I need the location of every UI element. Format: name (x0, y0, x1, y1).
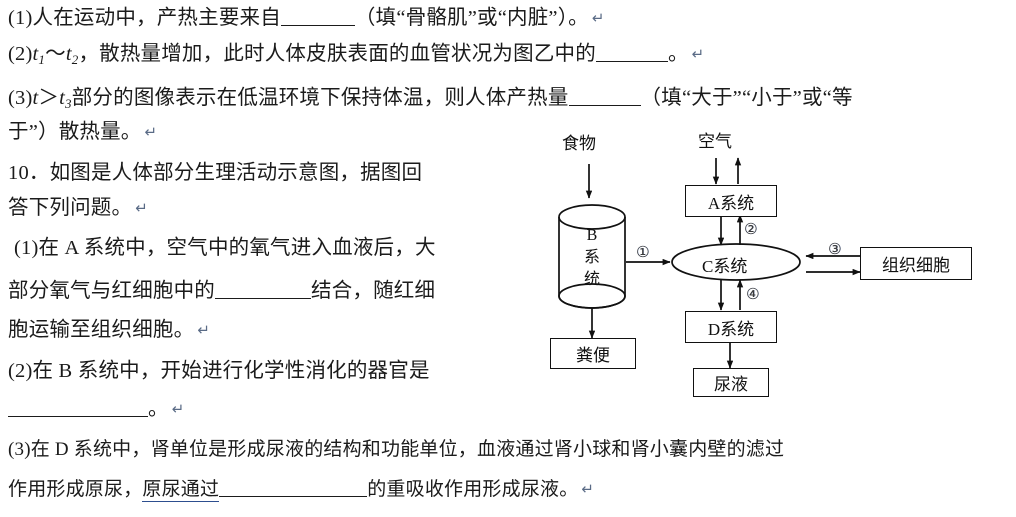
q10-1-text-3: 胞运输至组织细胞。 (8, 319, 195, 341)
q10-3-answer-blank[interactable] (219, 479, 368, 497)
q10-2-prefix: (2) (8, 360, 33, 382)
q10-3-text-after-blank: 的重吸收作用形成尿液。 (367, 479, 579, 500)
q10-3-text-before-link: 作用形成原尿， (8, 479, 143, 500)
q9-1-prefix: (1) (8, 7, 33, 29)
question-10-stem-line1: 10．如图是人体部分生理活动示意图，据图回 (8, 163, 422, 184)
question-10-stem-line2: 答下列问题。↵ (8, 198, 148, 219)
marker-2-icon: ② (744, 220, 758, 238)
q10-1-text-before-blank: 部分氧气与红细胞中的 (8, 280, 215, 302)
q10-2-answer-blank[interactable] (8, 399, 148, 417)
q10-1-prefix: (1) (14, 237, 39, 259)
question-9-1: (1)人在运动中，产热主要来自 （填“骨骼肌”或“内脏”）。↵ (8, 8, 605, 29)
q9-3-continuation-text: 于”）散热量。 (8, 121, 142, 143)
question-10-1-line2: 部分氧气与红细胞中的 结合，随红细 (8, 281, 435, 302)
physiology-diagram: 食物 空气 B 系 统 粪便 A系统 C系统 D系统 尿液 组织细胞 ① ② ③… (530, 132, 1016, 397)
q9-3-answer-blank[interactable] (568, 88, 641, 106)
pilcrow-icon: ↵ (581, 480, 595, 498)
pilcrow-icon: ↵ (144, 123, 158, 141)
question-10-stem-text-1: 如图是人体部分生理活动示意图，据图回 (49, 162, 423, 184)
q10-2-text-1: 在 B 系统中，开始进行化学性消化的器官是 (32, 360, 430, 382)
pilcrow-icon: ↵ (591, 9, 605, 27)
q9-3-var-a: t (32, 87, 39, 109)
q10-1-text-1: 在 A 系统中，空气中的氧气进入血液后，大 (38, 237, 436, 259)
pilcrow-icon: ↵ (135, 199, 148, 217)
question-10-2-line2: 。↵ (8, 399, 184, 420)
q9-3-text-before: 部分的图像表示在低温环境下保持体温，则人体产热量 (71, 87, 569, 109)
question-10-2-line1: (2)在 B 系统中，开始进行化学性消化的器官是 (8, 361, 430, 382)
cylinder-bottom-front (558, 295, 626, 309)
label-system-b-letter: B (586, 227, 598, 244)
q9-1-answer-blank[interactable] (280, 8, 355, 26)
q9-3-gt: ＞ (38, 87, 60, 109)
q9-2-tilde: ～ (45, 43, 66, 65)
marker-3-icon: ③ (828, 240, 842, 258)
q9-2-var-b: t (65, 43, 72, 65)
q9-2-answer-blank[interactable] (595, 44, 668, 62)
q9-3-prefix: (3) (8, 87, 33, 109)
pilcrow-icon: ↵ (197, 321, 211, 339)
question-10-1-line1: (1)在 A 系统中，空气中的氧气进入血液后，大 (14, 238, 436, 259)
q10-3-text-1: 在 D 系统中，肾单位是形成尿液的结构和功能单位，血液通过肾小球和肾小囊内壁的滤… (30, 439, 785, 460)
q9-2-text-before: ，散热量增加，此时人体皮肤表面的血管状况为图乙中的 (78, 43, 596, 65)
q9-2-prefix: (2) (8, 43, 33, 65)
question-10-number: 10． (8, 162, 50, 184)
q9-1-text-before: 人在运动中，产热主要来自 (32, 7, 281, 29)
q9-3-text-after: （填“大于”“小于”或“等 (640, 87, 853, 109)
box-system-d: D系统 (685, 311, 777, 343)
diagram-svg (558, 157, 861, 369)
box-tissue-cells: 组织细胞 (860, 247, 972, 280)
q9-2-var-a: t (32, 43, 39, 65)
q9-1-text-after: （填“骨骼肌”或“内脏”）。 (354, 7, 589, 29)
q9-3-var-b: t (59, 87, 66, 109)
box-feces: 粪便 (550, 338, 636, 369)
box-urine: 尿液 (693, 368, 769, 397)
question-10-1-line3: 胞运输至组织细胞。↵ (8, 320, 210, 341)
q10-2-text-after-blank: 。 (148, 398, 169, 420)
q10-3-hyperlink[interactable]: 原尿通过 (142, 479, 220, 502)
q10-3-prefix: (3) (8, 439, 31, 460)
question-10-3-line1: (3)在 D 系统中，肾单位是形成尿液的结构和功能单位，血液通过肾小球和肾小囊内… (8, 440, 784, 459)
cylinder-top-ellipse (558, 204, 626, 230)
marker-4-icon: ④ (746, 285, 760, 303)
pilcrow-icon: ↵ (171, 400, 185, 418)
label-air: 空气 (698, 132, 732, 151)
q9-3-var-b-sub: 3 (65, 96, 72, 111)
label-food: 食物 (562, 134, 596, 153)
pilcrow-icon: ↵ (691, 45, 705, 63)
question-10-stem-text-2: 答下列问题。 (8, 197, 133, 219)
q10-1-answer-blank[interactable] (215, 281, 311, 299)
q9-2-var-b-sub: 2 (71, 52, 79, 67)
marker-1-icon: ① (636, 243, 650, 261)
label-system-c: C系统 (702, 257, 748, 276)
label-system-b-line3: 统 (583, 271, 600, 288)
question-9-2: (2)t1～t2，散热量增加，此时人体皮肤表面的血管状况为图乙中的。↵ (8, 44, 704, 66)
ellipse-system-c (671, 243, 801, 281)
question-9-3-continuation: 于”）散热量。↵ (8, 122, 157, 143)
question-10-3-line2: 作用形成原尿，原尿通过 的重吸收作用形成尿液。↵ (8, 479, 595, 502)
q9-2-text-after: 。 (667, 43, 689, 65)
box-system-a: A系统 (685, 185, 777, 217)
label-system-b-line2: 系 (583, 249, 600, 266)
q9-2-var-a-sub: 1 (38, 52, 46, 67)
question-9-3: (3)t＞t3部分的图像表示在低温环境下保持体温，则人体产热量（填“大于”“小于… (8, 88, 853, 110)
q10-1-text-after-blank: 结合，随红细 (311, 280, 436, 302)
